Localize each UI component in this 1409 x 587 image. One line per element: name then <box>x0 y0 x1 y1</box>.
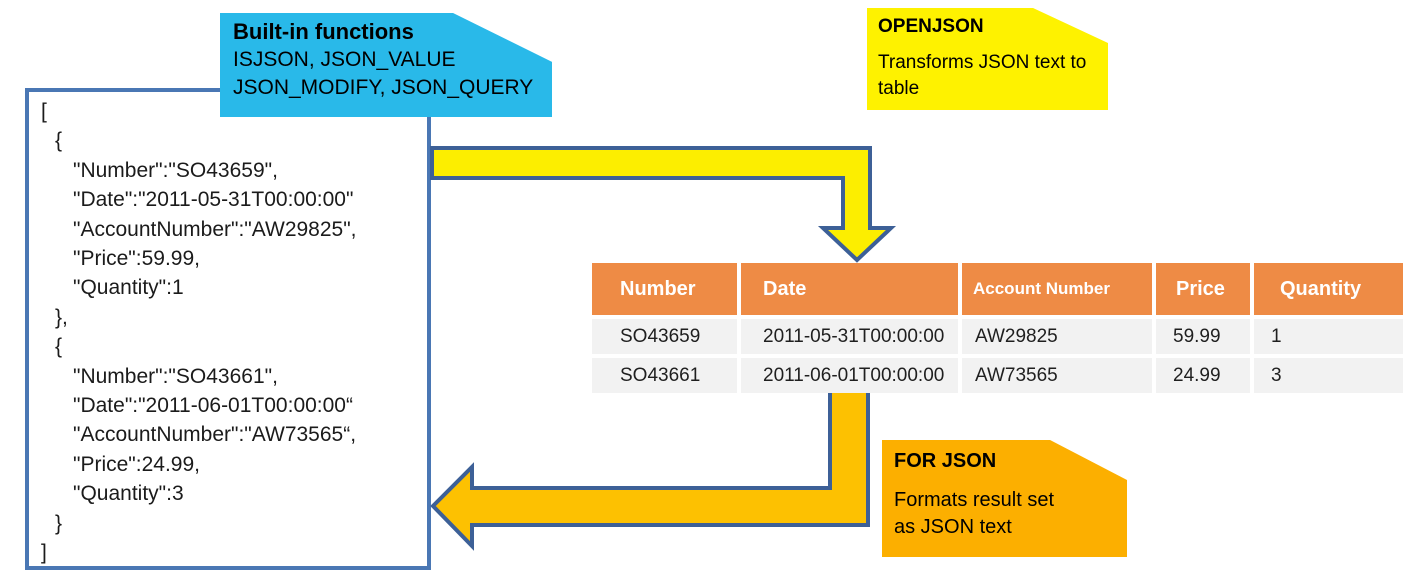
table-cell: AW29825 <box>962 319 1152 354</box>
table-cell: 1 <box>1254 319 1403 354</box>
callout-openjson-body: Transforms JSON text to table <box>878 50 1108 102</box>
json-code-line: "Date":"2011-06-01T00:00:00“ <box>73 394 353 418</box>
table-header-cell: Price <box>1156 263 1250 315</box>
json-code-line: { <box>55 129 63 153</box>
callout-openjson-title: OPENJSON <box>878 16 984 37</box>
json-code-line: } <box>55 511 63 535</box>
table-header-cell: Number <box>592 263 737 315</box>
table-header-cell: Quantity <box>1254 263 1403 315</box>
callout-builtin-functions: Built-in functions ISJSON, JSON_VALUE JS… <box>220 13 552 117</box>
table-cell: 59.99 <box>1156 319 1250 354</box>
table-cell: SO43659 <box>592 319 737 354</box>
json-code-line: [ <box>41 100 47 123</box>
table-to-json-arrow-icon <box>430 389 870 551</box>
json-code-line: "Number":"SO43659", <box>73 158 278 182</box>
json-code: [ { "Number":"SO43659", "Date":"2011-05-31T… <box>29 92 427 568</box>
json-code-line: "Number":"SO43661", <box>73 364 278 388</box>
json-code-line: "Date":"2011-05-31T00:00:00" <box>73 188 354 212</box>
callout-for-json-line: Formats result set <box>894 489 1055 511</box>
table-cell: 2011-05-31T00:00:00 <box>741 319 958 354</box>
callout-for-json-line: as JSON text <box>894 516 1012 538</box>
table-cell: 2011-06-01T00:00:00 <box>741 358 958 393</box>
callout-builtin-line: ISJSON, JSON_VALUE <box>233 48 456 71</box>
callout-openjson: OPENJSON Transforms JSON text to table <box>867 8 1108 110</box>
callout-for-json: FOR JSON Formats result set as JSON text <box>882 440 1127 557</box>
json-code-line: "Quantity":3 <box>73 482 184 506</box>
callout-builtin-title: Built-in functions <box>233 19 414 44</box>
table-cell: 3 <box>1254 358 1403 393</box>
json-code-line: "Price":59.99, <box>73 247 200 271</box>
table-cell: AW73565 <box>962 358 1152 393</box>
json-code-line: "AccountNumber":"AW29825", <box>73 217 357 241</box>
table-header-cell: Date <box>741 263 958 315</box>
callout-openjson-line: Transforms JSON text to <box>878 52 1087 73</box>
json-text-box: [ { "Number":"SO43659", "Date":"2011-05-31T… <box>25 88 431 570</box>
callout-for-json-body: Formats result set as JSON text <box>894 487 1127 541</box>
callout-for-json-title: FOR JSON <box>894 450 997 472</box>
json-code-line: ] <box>41 541 47 565</box>
table-header-cell: Account Number <box>962 263 1152 315</box>
json-code-line: "Price":24.99, <box>73 452 200 476</box>
table-cell: SO43661 <box>592 358 737 393</box>
callout-builtin-line: JSON_MODIFY, JSON_QUERY <box>233 76 534 99</box>
json-code-line: "Quantity":1 <box>73 276 184 300</box>
json-to-table-arrow-icon <box>430 146 897 263</box>
json-code-line: }, <box>55 305 68 329</box>
json-code-line: "AccountNumber":"AW73565“, <box>73 423 357 447</box>
json-code-line: { <box>55 335 63 359</box>
callout-builtin-body: ISJSON, JSON_VALUE JSON_MODIFY, JSON_QUE… <box>233 46 552 102</box>
callout-openjson-line: table <box>878 78 920 99</box>
table-cell: 24.99 <box>1156 358 1250 393</box>
